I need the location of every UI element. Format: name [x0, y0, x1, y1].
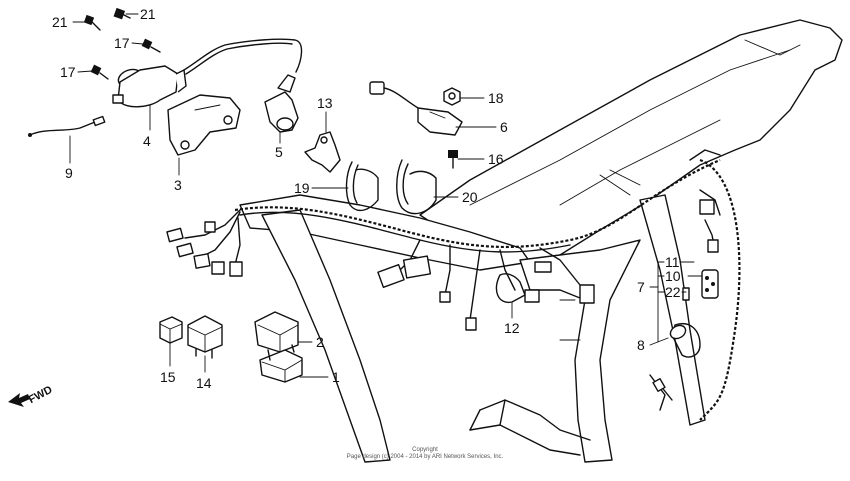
callout-11: 11	[665, 254, 680, 270]
callout-7: 7	[637, 279, 645, 295]
rear-connectors	[649, 199, 719, 411]
wire-lead	[28, 115, 106, 137]
band-19	[345, 161, 379, 212]
callout-21-right: 21	[140, 6, 156, 22]
callout-18: 18	[488, 90, 504, 106]
callout-1: 1	[332, 369, 340, 385]
callout-labels: 21 21 17 17 4 3 5 9 13 19 20 6 18 16 12 …	[27, 6, 681, 406]
callout-20: 20	[462, 189, 478, 205]
front-connectors	[166, 221, 243, 277]
bolt-21-left	[83, 14, 101, 31]
callout-9: 9	[65, 165, 73, 181]
bolt-16	[448, 150, 458, 169]
callout-12: 12	[504, 320, 520, 336]
nut-18	[443, 87, 461, 106]
copyright-line-2: Page design (c) 2004 - 2014 by ARI Netwo…	[347, 454, 504, 460]
callout-10: 10	[665, 268, 681, 284]
ignition-coil	[112, 38, 303, 108]
callout-15: 15	[160, 369, 176, 385]
callout-3: 3	[174, 177, 182, 193]
screw-17-top	[141, 38, 161, 53]
copyright-notice: Copyright Page design (c) 2004 - 2014 by…	[347, 447, 504, 460]
callout-4: 4	[143, 133, 151, 149]
callout-21-left: 21	[52, 14, 68, 30]
mid-connectors	[377, 255, 595, 331]
clamp-12	[495, 273, 526, 304]
callout-14: 14	[196, 375, 212, 391]
callout-5: 5	[275, 144, 283, 160]
relay-14	[187, 315, 223, 359]
relay-assembly	[254, 311, 303, 383]
leader-lines	[69, 13, 703, 378]
switch-15	[159, 316, 183, 344]
clamp-13	[304, 131, 341, 173]
callout-19: 19	[294, 180, 310, 196]
callout-8: 8	[637, 337, 645, 353]
copyright-line-1: Copyright	[412, 447, 438, 453]
forward-direction-arrow	[8, 393, 30, 407]
screw-17-left	[90, 64, 109, 80]
spark-plug-cap	[264, 74, 299, 133]
callout-17-left: 17	[60, 64, 76, 80]
regulator-unit	[369, 81, 463, 136]
coil-bracket	[167, 94, 241, 156]
frame	[239, 19, 843, 463]
callout-16: 16	[488, 151, 504, 167]
band-20	[396, 159, 437, 215]
callout-17-top: 17	[114, 35, 130, 51]
callout-2: 2	[316, 334, 324, 350]
fwd-label: FWD	[27, 384, 55, 406]
callout-13: 13	[317, 95, 333, 111]
bolt-21-right	[113, 7, 131, 20]
callout-6: 6	[500, 119, 508, 135]
callout-22: 22	[665, 284, 681, 300]
